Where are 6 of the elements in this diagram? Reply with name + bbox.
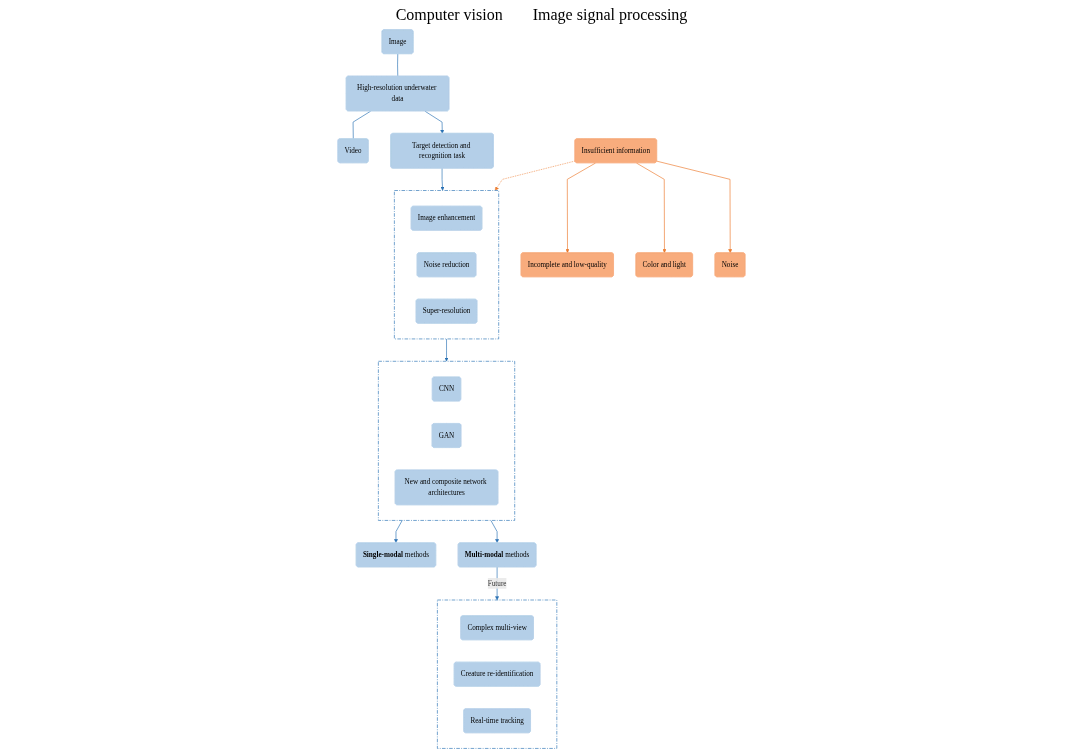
cluster xyxy=(437,599,558,749)
note-text: Image signal processing xyxy=(532,6,688,24)
connector xyxy=(397,53,399,77)
note-text: Computer vision xyxy=(395,6,503,24)
cluster xyxy=(378,360,516,521)
cluster xyxy=(394,190,500,340)
